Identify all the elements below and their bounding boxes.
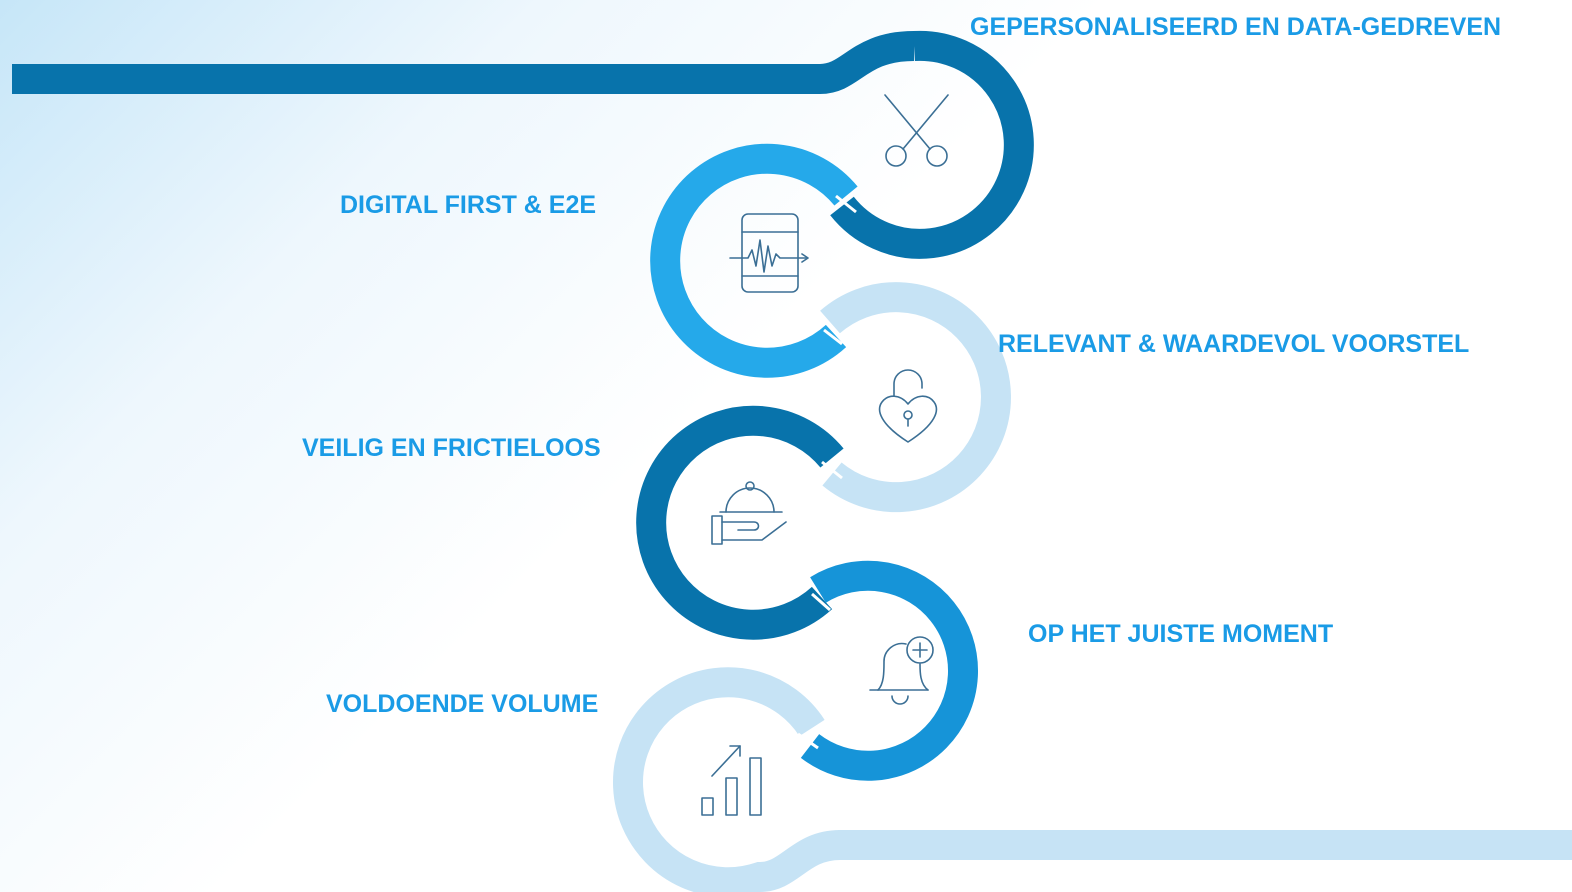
bell-plus-icon <box>869 636 934 705</box>
step-label-1: GEPERSONALISEERD EN DATA-GEDREVEN <box>970 13 1502 41</box>
loop-5-ring <box>800 560 979 781</box>
heart-lock-icon <box>878 369 938 443</box>
step-label-6: VOLDOENDE VOLUME <box>326 690 599 718</box>
top-connector-bar <box>12 31 915 94</box>
step-label-2: DIGITAL FIRST & E2E <box>340 191 597 219</box>
loop-4-ring <box>636 405 844 640</box>
step-label-4: VEILIG EN FRICTIELOOS <box>302 434 601 462</box>
step-label-5: OP HET JUISTE MOMENT <box>1028 620 1334 648</box>
growth-chart-icon <box>701 745 762 816</box>
scissors-icon <box>884 94 949 167</box>
step-label-3: RELEVANT & WAARDEVOL VOORSTEL <box>998 330 1470 358</box>
loop-6-ring <box>613 667 841 892</box>
service-cloche-icon <box>711 481 787 545</box>
loop-2-ring <box>650 143 858 378</box>
loop-3-ring <box>820 282 1011 513</box>
phone-signal-icon <box>729 213 809 293</box>
loop-1-ring <box>830 30 1034 259</box>
